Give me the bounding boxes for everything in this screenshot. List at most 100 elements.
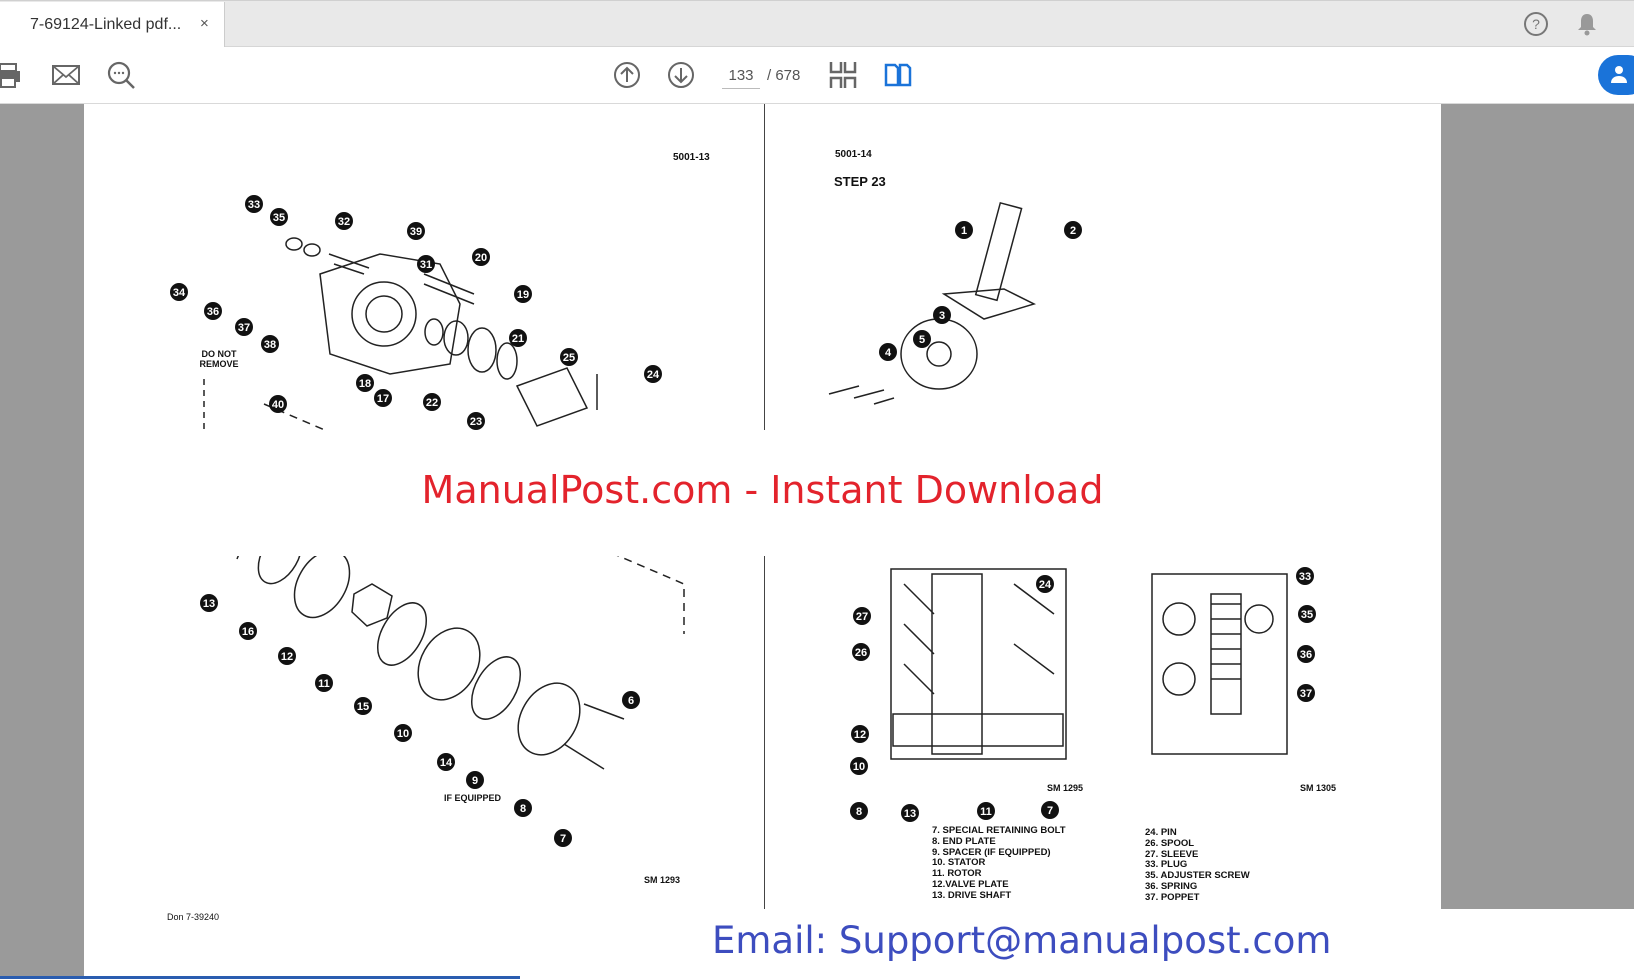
callout-number: 37 — [1300, 688, 1312, 700]
callout-marker — [913, 330, 931, 348]
callout-marker — [239, 622, 257, 640]
callout-marker — [514, 799, 532, 817]
callout-number: 12 — [281, 651, 293, 663]
legend-item: 26. SPOOL — [1145, 837, 1195, 849]
callout-marker — [955, 221, 973, 239]
callout-marker — [245, 195, 263, 213]
tab-close-button[interactable]: × — [200, 15, 209, 32]
callout-marker — [394, 724, 412, 742]
callout-marker — [850, 757, 868, 775]
callout-number: 9 — [472, 775, 478, 787]
callout-number: 8 — [520, 803, 526, 815]
callout-number: 31 — [420, 259, 432, 271]
page-thumbnails-icon[interactable] — [827, 59, 859, 91]
callout-marker — [472, 248, 490, 266]
callout-marker — [374, 389, 392, 407]
callout-marker — [278, 647, 296, 665]
callout-marker — [204, 302, 222, 320]
callout-marker — [270, 208, 288, 226]
legend-item: 11. ROTOR — [932, 868, 982, 880]
callout-number: 4 — [885, 347, 892, 359]
prev-page-icon[interactable] — [611, 59, 643, 91]
print-icon[interactable] — [0, 59, 24, 91]
diagram-lines — [203, 201, 1288, 770]
callout-number: 5 — [919, 334, 925, 346]
callout-number: 40 — [272, 399, 284, 411]
callout-number: 36 — [1300, 649, 1312, 661]
callout-number: 35 — [1301, 609, 1313, 621]
callout-marker — [269, 395, 287, 413]
callout-marker — [509, 329, 527, 347]
tab-title: 7-69124-Linked pdf... — [30, 16, 182, 33]
if-equipped-note: IF EQUIPPED — [444, 793, 502, 803]
legend-a: 7. SPECIAL RETAINING BOLT 8. END PLATE 9… — [932, 825, 1066, 902]
mail-icon[interactable] — [50, 59, 82, 91]
callout-marker — [423, 393, 441, 411]
callout-marker — [1296, 567, 1314, 585]
callout-number: 34 — [173, 287, 186, 299]
next-page-icon[interactable] — [665, 59, 697, 91]
figure-id-sm1305: SM 1305 — [1300, 783, 1337, 793]
callout-marker — [467, 412, 485, 430]
callout-number: 8 — [856, 806, 862, 818]
watermark-banner: ManualPost.com - Instant Download — [84, 430, 1441, 556]
callout-marker — [514, 285, 532, 303]
callout-marker — [437, 753, 455, 771]
callout-number: 11 — [980, 806, 992, 818]
callout-marker — [1298, 605, 1316, 623]
watermark-text: ManualPost.com - Instant Download — [421, 468, 1104, 512]
legend-item: 33. PLUG — [1145, 859, 1188, 871]
two-page-view-icon[interactable] — [882, 59, 914, 91]
do-not-remove-note: DO NOT REMOVE — [199, 349, 239, 369]
callout-number: 26 — [855, 647, 867, 659]
callout-number: 35 — [273, 212, 285, 224]
callout-number: 7 — [1047, 805, 1053, 817]
callout-number: 19 — [517, 289, 529, 301]
callout-number: 13 — [904, 808, 916, 820]
tab-bar: 7-69124-Linked pdf... × ? — [0, 0, 1634, 48]
callout-number: 13 — [203, 598, 215, 610]
support-email: Email: Support@manualpost.com — [712, 919, 1332, 962]
legend-item: 35. ADJUSTER SCREW — [1145, 870, 1250, 882]
callout-marker — [1064, 221, 1082, 239]
callout-marker — [200, 594, 218, 612]
help-icon[interactable]: ? — [1523, 11, 1549, 37]
callout-number: 22 — [426, 397, 438, 409]
callout-marker — [466, 771, 484, 789]
total-pages: / 678 — [767, 67, 801, 84]
callout-marker — [852, 643, 870, 661]
callout-marker — [1297, 645, 1315, 663]
document-tab[interactable]: 7-69124-Linked pdf... × — [0, 2, 225, 48]
legend-item: 24. PIN — [1145, 827, 1177, 838]
callout-marker — [933, 306, 951, 324]
callout-marker — [853, 607, 871, 625]
callout-marker — [170, 283, 188, 301]
callout-number: 21 — [512, 333, 524, 345]
share-button[interactable] — [1598, 55, 1634, 95]
bell-icon[interactable] — [1574, 11, 1600, 37]
callout-marker — [851, 725, 869, 743]
legend-item: 7. SPECIAL RETAINING BOLT — [932, 825, 1066, 836]
callout-marker — [261, 335, 279, 353]
callout-marker — [1036, 575, 1054, 593]
callout-number: 24 — [647, 369, 660, 381]
page-number-input[interactable] — [722, 63, 760, 89]
callout-number: 33 — [248, 199, 260, 211]
callout-marker — [356, 374, 374, 392]
callout-marker — [335, 212, 353, 230]
callout-number: 39 — [410, 226, 422, 238]
callout-number: 2 — [1070, 225, 1076, 237]
legend-item: 12.VALVE PLATE — [932, 878, 1009, 890]
find-icon[interactable] — [105, 59, 137, 91]
callout-marker — [1297, 684, 1315, 702]
callout-number: 1 — [961, 225, 967, 237]
legend-item: 10. STATOR — [932, 857, 986, 869]
callout-number: 15 — [357, 701, 369, 713]
figure-id-sm1295: SM 1295 — [1047, 783, 1084, 793]
callout-number: 33 — [1299, 571, 1311, 583]
legend-item: 8. END PLATE — [932, 835, 996, 847]
callout-marker — [417, 255, 435, 273]
toolbar: / 678 — [0, 47, 1634, 104]
step-title: STEP 23 — [834, 174, 886, 189]
